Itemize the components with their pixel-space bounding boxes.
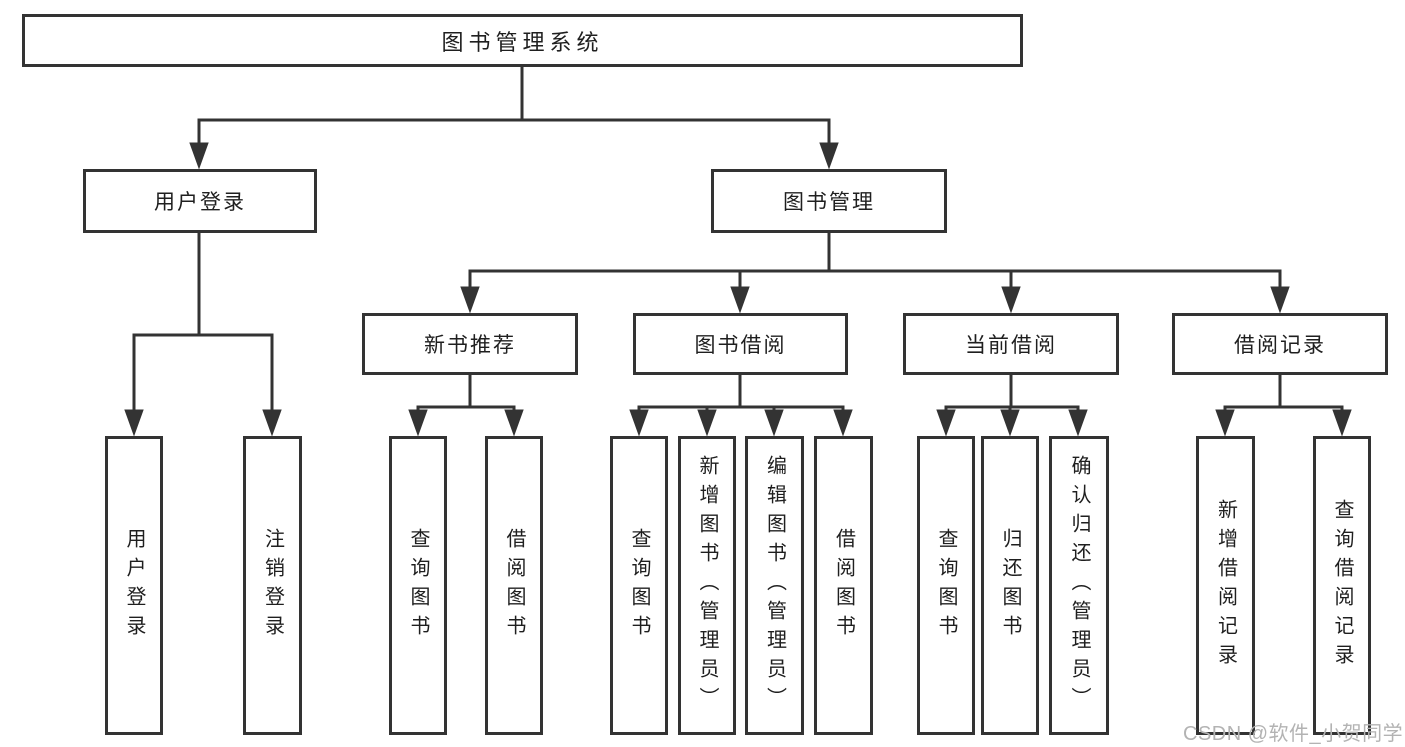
node-book-borrow: 图书借阅 (633, 313, 848, 375)
leaf-bb-borrow-books: 借阅图书 (814, 436, 873, 735)
leaf-br-add-record: 新增借阅记录 (1196, 436, 1255, 735)
leaf-label: 注销登录 (261, 527, 284, 644)
leaf-nb-query-books: 查询图书 (389, 436, 447, 735)
leaf-label: 新增图书（管理员） (696, 455, 718, 716)
leaf-label: 编辑图书（管理员） (763, 455, 786, 716)
leaf-br-query-record: 查询借阅记录 (1313, 436, 1371, 735)
node-new-book-recommend: 新书推荐 (362, 313, 578, 375)
node-user-login: 用户登录 (83, 169, 317, 233)
leaf-label: 查询借阅记录 (1331, 498, 1353, 673)
leaf-label: 查询图书 (407, 527, 429, 644)
leaf-label: 归还图书 (999, 527, 1021, 644)
leaf-nb-borrow-books: 借阅图书 (485, 436, 543, 735)
leaf-user-login: 用户登录 (105, 436, 163, 735)
leaf-bb-add-book-admin: 新增图书（管理员） (678, 436, 736, 735)
leaf-cb-query-books: 查询图书 (917, 436, 975, 735)
leaf-bb-edit-book-admin: 编辑图书（管理员） (745, 436, 804, 735)
leaf-label: 借阅图书 (832, 527, 855, 644)
csdn-watermark: CSDN @软件_小贺同学 (1183, 723, 1404, 745)
node-borrow-records: 借阅记录 (1172, 313, 1388, 375)
node-book-management: 图书管理 (711, 169, 947, 233)
leaf-logout: 注销登录 (243, 436, 302, 735)
node-current-borrow: 当前借阅 (903, 313, 1119, 375)
leaf-cb-confirm-return-admin: 确认归还（管理员） (1049, 436, 1109, 735)
leaf-label: 确认归还（管理员） (1068, 455, 1090, 716)
leaf-label: 查询图书 (935, 527, 957, 644)
leaf-label: 查询图书 (628, 527, 650, 644)
node-root: 图书管理系统 (22, 14, 1023, 67)
leaf-cb-return-books: 归还图书 (981, 436, 1039, 735)
leaf-bb-query-books: 查询图书 (610, 436, 668, 735)
leaf-label: 借阅图书 (503, 527, 525, 644)
leaf-label: 新增借阅记录 (1214, 498, 1237, 673)
leaf-label: 用户登录 (123, 527, 145, 644)
